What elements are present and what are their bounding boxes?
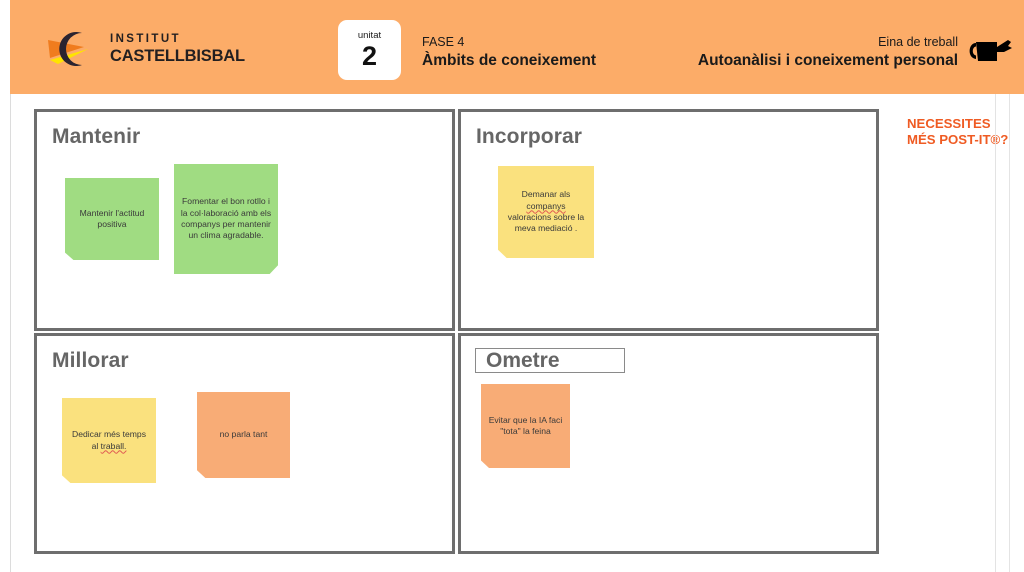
canvas-scrollbar-track[interactable] bbox=[995, 94, 996, 572]
brand-line-2: CASTELLBISBAL bbox=[110, 47, 245, 65]
tool-title: Autoanàlisi i coneixement personal bbox=[697, 52, 958, 69]
tool-block: Eina de treball Autoanàlisi i coneixemen… bbox=[698, 35, 958, 70]
more-postits-cta-line-2: MÉS POST-IT®? bbox=[907, 132, 1009, 147]
tool-kicker: Eina de treball bbox=[878, 35, 958, 49]
quadrant-title-millorar[interactable]: Millorar bbox=[52, 349, 129, 372]
unit-badge: unitat 2 bbox=[338, 20, 401, 80]
brand-logo: INSTITUT CASTELLBISBAL bbox=[44, 28, 245, 70]
quadrant-title-incorporar[interactable]: Incorporar bbox=[476, 125, 583, 148]
quadrant-title-ometre-input[interactable]: Ometre bbox=[475, 348, 625, 373]
board-canvas[interactable]: Mantenir Mantenir l'actitud positiva Fom… bbox=[10, 94, 1010, 572]
sticky-note[interactable]: Evitar que la IA faci "tota" la feina bbox=[481, 384, 570, 468]
more-postits-cta-line-1: NECESSITES bbox=[907, 116, 991, 131]
quadrant-ometre[interactable]: Ometre Evitar que la IA faci "tota" la f… bbox=[458, 333, 879, 554]
page-header: INSTITUT CASTELLBISBAL unitat 2 FASE 4 À… bbox=[10, 0, 1024, 94]
phase-title: Àmbits de coneixement bbox=[422, 52, 596, 69]
quadrant-mantenir[interactable]: Mantenir Mantenir l'actitud positiva Fom… bbox=[34, 109, 455, 331]
sticky-note[interactable]: Fomentar el bon rotllo i la col·laboraci… bbox=[174, 164, 278, 274]
watering-can-icon bbox=[969, 40, 1012, 61]
sticky-note-text: Demanar als companys valoracions sobre l… bbox=[507, 189, 585, 234]
sticky-note-text: Mantenir l'actitud positiva bbox=[79, 207, 145, 229]
brand-logo-text: INSTITUT CASTELLBISBAL bbox=[110, 33, 245, 65]
quadrant-incorporar[interactable]: Incorporar Demanar als companys valoraci… bbox=[458, 109, 879, 331]
institut-castellbisbal-logo-icon bbox=[48, 31, 88, 66]
sticky-note-text: no parla tant bbox=[219, 429, 268, 440]
unit-badge-label: unitat bbox=[357, 30, 382, 41]
more-postits-cta[interactable]: NECESSITES MÉS POST-IT®? bbox=[907, 116, 1024, 148]
sticky-note-text: Fomentar el bon rotllo i la col·laboraci… bbox=[180, 196, 272, 241]
unit-badge-number: 2 bbox=[361, 41, 378, 71]
sticky-note[interactable]: no parla tant bbox=[197, 392, 290, 478]
quadrant-title-ometre: Ometre bbox=[486, 349, 560, 372]
quadrant-title-mantenir[interactable]: Mantenir bbox=[52, 125, 141, 148]
brand-line-1: INSTITUT bbox=[110, 33, 181, 45]
sticky-note-text: Dedicar més temps al traball. bbox=[71, 429, 147, 451]
phase-kicker: FASE 4 bbox=[422, 35, 465, 49]
quadrant-grid: Mantenir Mantenir l'actitud positiva Fom… bbox=[34, 109, 879, 554]
phase-block: FASE 4 Àmbits de coneixement bbox=[422, 35, 596, 70]
sticky-note[interactable]: Dedicar més temps al traball. bbox=[62, 398, 156, 483]
sticky-note[interactable]: Mantenir l'actitud positiva bbox=[65, 178, 159, 260]
sticky-note[interactable]: Demanar als companys valoracions sobre l… bbox=[498, 166, 594, 258]
sticky-note-text: Evitar que la IA faci "tota" la feina bbox=[488, 414, 563, 436]
quadrant-millorar[interactable]: Millorar Dedicar més temps al traball. n… bbox=[34, 333, 455, 554]
